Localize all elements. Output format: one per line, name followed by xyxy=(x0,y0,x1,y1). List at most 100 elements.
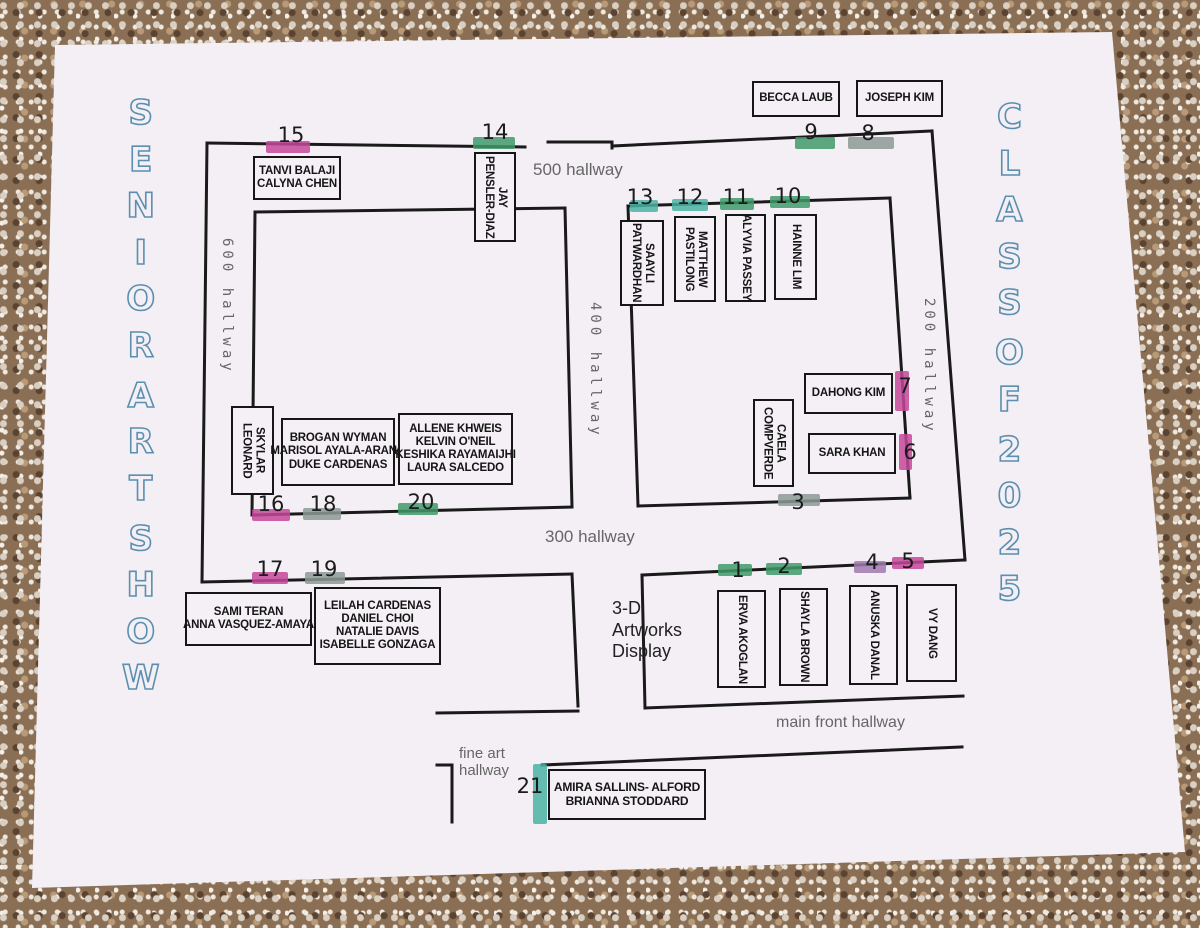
display-line1: 3-D xyxy=(612,598,642,618)
title-letter: L xyxy=(998,143,1021,184)
title-letter: R xyxy=(127,422,155,462)
sign-name-line: MATTHEW xyxy=(696,230,709,288)
sign-name-line: DUKE CARDENAS xyxy=(288,458,388,471)
sign-dahong-kim: DAHONG KIM xyxy=(804,373,893,414)
title-letter: S xyxy=(996,283,1022,323)
title-letter: O xyxy=(994,333,1025,373)
3d-artworks-display-label: 3-D Artworks Display xyxy=(612,598,682,663)
sign-name-line: ALYVIA PASSEY xyxy=(740,214,753,302)
fine-art-hallway-label: fine art hallway xyxy=(459,745,510,779)
station-marker-14 xyxy=(473,137,515,149)
sign-hainne-lim: HAINNE LIM xyxy=(774,214,817,300)
display-line3: Display xyxy=(612,641,672,662)
station-marker-16 xyxy=(252,509,290,521)
sign-name-line: SKYLAR xyxy=(253,427,266,474)
title-letter: 5 xyxy=(997,569,1022,609)
station-number-10: 10 xyxy=(774,184,802,208)
station-number-6: 6 xyxy=(903,440,917,464)
wall-front-bottom xyxy=(643,694,965,710)
station-marker-15 xyxy=(266,141,310,153)
station-number-1: 1 xyxy=(731,558,745,582)
station-marker-9 xyxy=(795,137,835,149)
title-letter: S xyxy=(996,236,1022,277)
station-marker-12 xyxy=(672,199,708,211)
sign-name-line: LEONARD xyxy=(240,422,253,479)
hallway-200-label: 200 hallway xyxy=(921,298,937,435)
station-marker-18 xyxy=(303,508,341,520)
station-number-2: 2 xyxy=(777,554,791,578)
inner-right-bottom xyxy=(636,496,912,508)
station-marker-21 xyxy=(533,764,547,824)
title-letter: F xyxy=(997,379,1022,420)
station-number-7: 7 xyxy=(898,374,912,398)
sign-name-line: ANUSKA DANAL xyxy=(868,590,881,680)
sign-shayla-brown: SHAYLA BROWN xyxy=(779,588,828,686)
sign-name-line: TANVI BALAJI xyxy=(259,164,335,177)
station-marker-4 xyxy=(854,561,886,573)
inner-left-top xyxy=(253,206,567,214)
sign-name-line: SAAYLI xyxy=(643,243,656,283)
hallway-300-label: 300 hallway xyxy=(545,527,635,546)
sign-erva-akoglan: ERVA AKOGLAN xyxy=(717,590,766,688)
station-marker-19 xyxy=(305,572,345,584)
sign-name-line: DAHONG KIM xyxy=(811,386,886,399)
sign-name-line: LAURA SALCEDO xyxy=(407,462,504,475)
sign-name-line: SARA KHAN xyxy=(818,446,886,459)
title-letter: E xyxy=(128,139,153,180)
station-number-17: 17 xyxy=(256,557,284,581)
sign-name-line: LEILAH CARDENAS xyxy=(324,599,431,612)
sign-name-line: PATWARDHAN xyxy=(630,223,642,303)
wall-front-left xyxy=(640,573,647,710)
sign-joseph-kim: JOSEPH KIM xyxy=(856,80,943,117)
hallway-400-label: 400 hallway xyxy=(587,302,603,439)
wall-fine-art-top xyxy=(435,709,580,715)
sign-sara-khan: SARA KHAN xyxy=(808,433,896,474)
sign-name-line: VY DANG xyxy=(926,607,939,659)
sign-name-line: PASTILONG xyxy=(683,226,695,292)
sign-anuska-danal: ANUSKA DANAL xyxy=(849,585,898,685)
inner-left-right xyxy=(563,206,574,509)
sign-name-line: SAMI TERAN xyxy=(213,605,284,618)
station-number-9: 9 xyxy=(804,120,818,144)
hallway-500-label: 500 hallway xyxy=(533,160,623,179)
wall-front-hallway xyxy=(540,745,964,767)
wall-top-left xyxy=(205,141,527,149)
wall-top-right xyxy=(610,129,934,148)
sign-name-line: PENSLER-DIAZ xyxy=(483,155,495,239)
sign-name-line: MARISOL AYALA-ARANO xyxy=(270,445,406,458)
sign-name-line: JOSEPH KIM xyxy=(865,91,934,104)
title-letter: A xyxy=(127,375,155,416)
station-marker-7 xyxy=(895,371,909,411)
station-number-18: 18 xyxy=(309,492,337,516)
title-letter: 0 xyxy=(997,476,1022,516)
title-letter: O xyxy=(125,611,156,652)
sign-name-line: COMPVERDE xyxy=(761,406,774,480)
title-letter: H xyxy=(126,565,156,605)
station-marker-8 xyxy=(848,137,894,149)
title-letter: A xyxy=(995,190,1023,230)
station-marker-5 xyxy=(892,557,924,569)
station-number-15: 15 xyxy=(277,123,305,147)
title-letter: 2 xyxy=(997,429,1022,470)
fine-art-hallway-line2: hallway xyxy=(459,761,510,779)
station-marker-6 xyxy=(899,434,912,470)
sign-becca-laub: BECCA LAUB xyxy=(752,81,840,117)
station-number-19: 19 xyxy=(310,557,338,581)
station-marker-11 xyxy=(720,198,754,210)
title-letter: 2 xyxy=(997,522,1022,563)
sign-name-line: KELVIN O'NEIL xyxy=(415,435,496,448)
sign-name-line: HAINNE LIM xyxy=(790,224,803,290)
